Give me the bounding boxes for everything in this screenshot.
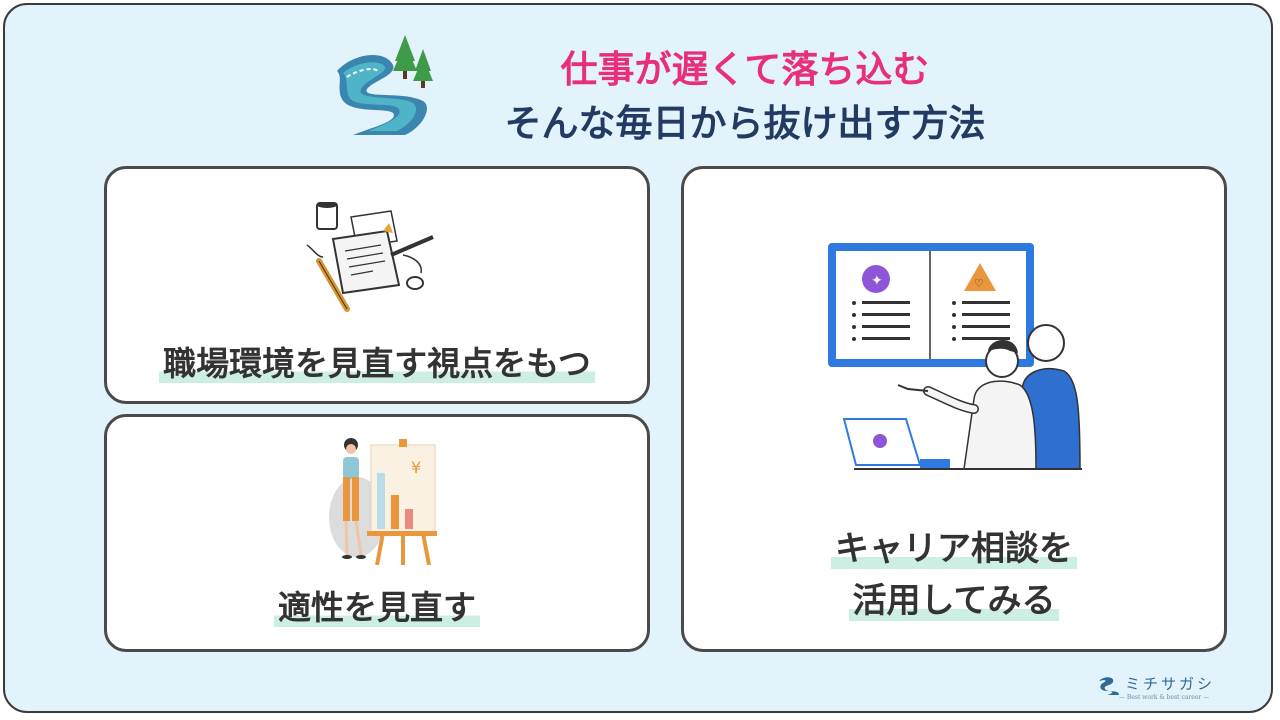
career-consultation-illustration: ✦ ♡ (828, 243, 1082, 470)
svg-text:♡: ♡ (974, 277, 984, 290)
title-line-1: 仕事が遅くて落ち込む (560, 48, 930, 91)
road-logo-icon (337, 35, 433, 135)
svg-text:✦: ✦ (871, 273, 883, 289)
slide-frame: 仕事が遅くて落ち込む そんな毎日から抜け出す方法 職場環境を見直す視点をもつ (3, 3, 1273, 713)
card-aptitude-review: ¥ 適性を見直す (104, 414, 650, 652)
svg-text:¥: ¥ (411, 458, 421, 477)
notebook-pen-illustration (306, 202, 434, 312)
card-3-label-line1: キャリア相談を (684, 521, 1224, 570)
card-career-consultation: ✦ ♡ キャリア (681, 166, 1227, 652)
card-2-label: 適性を見直す (107, 581, 647, 629)
card-1-label: 職場環境を見直す視点をもつ (107, 337, 647, 385)
brand-logo: ミチサガシ — Best work & best career — (1097, 669, 1227, 707)
brand-tagline: — Best work & best career — (1119, 694, 1210, 701)
presentation-chart-illustration: ¥ (329, 438, 437, 565)
card-workplace-review: 職場環境を見直す視点をもつ (104, 166, 650, 404)
card-3-label-line2: 活用してみる (684, 573, 1224, 622)
brand-name: ミチサガシ (1125, 675, 1216, 693)
brand-road-icon (1099, 677, 1119, 695)
title-line-2: そんな毎日から抜け出す方法 (504, 102, 986, 145)
